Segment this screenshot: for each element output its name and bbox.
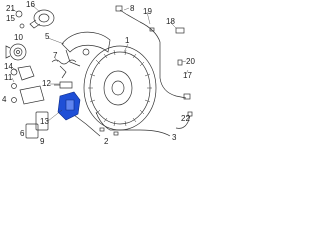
callout-19: 19: [143, 7, 152, 16]
callout-13: 13: [40, 117, 49, 126]
callout-3: 3: [172, 133, 177, 142]
callout-10: 10: [14, 33, 23, 42]
brake-hose: [59, 65, 67, 79]
brake-disc: [83, 45, 157, 131]
dust-shield: [61, 31, 111, 67]
callout-6: 6: [20, 129, 25, 138]
hub-cap: [29, 9, 55, 29]
callout-9: 9: [40, 137, 45, 146]
callout-21: 21: [6, 4, 15, 13]
callout-15: 15: [6, 14, 15, 23]
bolt: [54, 81, 73, 89]
leader-lines: [11, 4, 190, 122]
callout-11: 11: [4, 73, 13, 82]
callout-7: 7: [53, 51, 58, 60]
diagram-drawing: [5, 4, 193, 139]
sensor-wire: [115, 5, 191, 100]
caliper-carrier: [10, 65, 45, 105]
callout-1: 1: [125, 36, 130, 45]
callout-22: 22: [181, 114, 190, 123]
callout-5: 5: [45, 32, 50, 41]
callout-17: 17: [183, 71, 192, 80]
callout-4: 4: [2, 95, 7, 104]
callout-18: 18: [166, 17, 175, 26]
callout-8: 8: [130, 4, 135, 13]
callout-2: 2: [104, 137, 109, 146]
callout-16: 16: [26, 0, 35, 9]
callout-20: 20: [186, 57, 195, 66]
callout-14: 14: [4, 62, 13, 71]
small-part-top: [15, 10, 25, 29]
brake-caliper-highlight: [57, 91, 81, 121]
wheel-hub: [5, 43, 27, 61]
spring-clip: [51, 59, 77, 65]
brake-line: [69, 111, 171, 137]
wear-sensor-wire: [175, 111, 193, 129]
parts-diagram: 21 16 15 10 5 8 19 18 1 7 14 11 20 17 12…: [0, 0, 200, 147]
callout-12: 12: [42, 79, 51, 88]
